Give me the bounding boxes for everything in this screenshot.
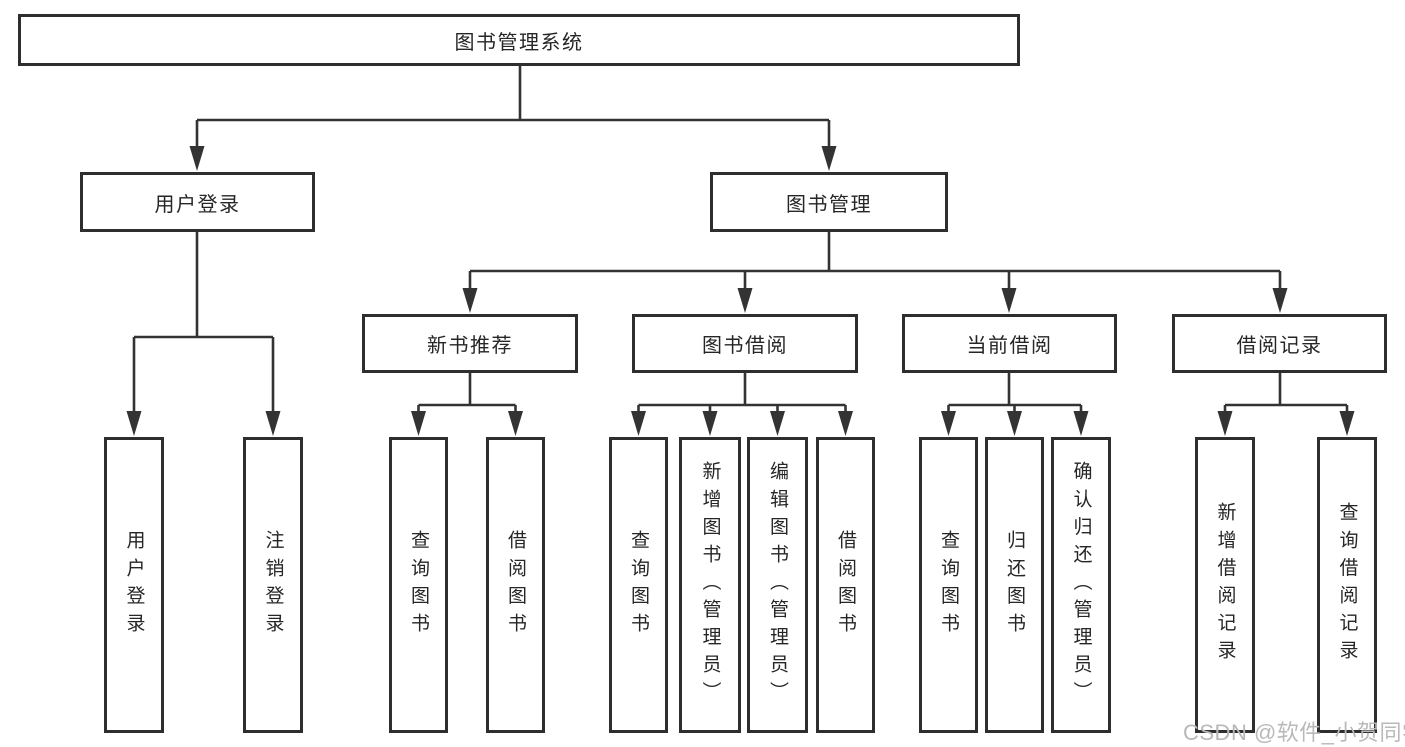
node-current-borrowing: 当前借阅 [902,314,1117,373]
node-book-management: 图书管理 [710,172,948,232]
leaf-query-books: 查询图书 [389,437,448,733]
leaf-label: 用户登录 [123,529,145,641]
leaf-label: 注销登录 [262,529,284,641]
arrowhead-icons [126,146,1355,436]
csdn-watermark: CSDN @软件_小贺同学 [1183,720,1405,745]
leaf-label: 查询图书 [628,529,649,641]
leaf-query-books: 查询图书 [609,437,668,733]
leaf-label: 借阅图书 [505,529,526,641]
node-new-book-recommendation: 新书推荐 [362,314,578,373]
connector-segments [132,66,1349,411]
leaf-label: 新增图书（管理员） [699,461,721,709]
leaf-borrow-books: 借阅图书 [486,437,545,733]
leaf-add-borrow-record: 新增借阅记录 [1195,437,1255,733]
node-label: 图书管理 [786,193,872,216]
leaf-add-books-admin: 新增图书（管理员） [679,437,741,733]
node-user-login: 用户登录 [80,172,315,232]
leaf-label: 借阅图书 [835,529,856,641]
leaf-label: 确认归还（管理员） [1070,461,1092,709]
leaf-query-borrow-record: 查询借阅记录 [1317,437,1377,733]
leaf-label: 查询图书 [408,529,429,641]
leaf-label: 归还图书 [1004,529,1025,641]
node-library-management-system: 图书管理系统 [18,14,1020,66]
leaf-edit-books-admin: 编辑图书（管理员） [747,437,808,733]
node-label: 当前借阅 [966,335,1053,357]
leaf-label: 查询图书 [938,529,959,641]
node-borrowing-records: 借阅记录 [1172,314,1387,373]
leaf-user-login: 用户登录 [104,437,164,733]
leaf-logout: 注销登录 [243,437,303,733]
leaf-confirm-return-admin: 确认归还（管理员） [1051,437,1111,733]
node-label: 借阅记录 [1236,335,1323,357]
node-label: 图书借阅 [702,335,788,357]
node-book-borrowing: 图书借阅 [632,314,858,373]
leaf-return-books: 归还图书 [985,437,1044,733]
leaf-borrow-books: 借阅图书 [816,437,875,733]
leaf-label: 新增借阅记录 [1214,502,1236,668]
node-label: 用户登录 [154,193,241,216]
node-label: 新书推荐 [427,335,513,357]
node-label: 图书管理系统 [454,31,584,54]
leaf-label: 查询借阅记录 [1336,502,1358,668]
leaf-query-books: 查询图书 [919,437,978,733]
leaf-label: 编辑图书（管理员） [767,461,788,709]
